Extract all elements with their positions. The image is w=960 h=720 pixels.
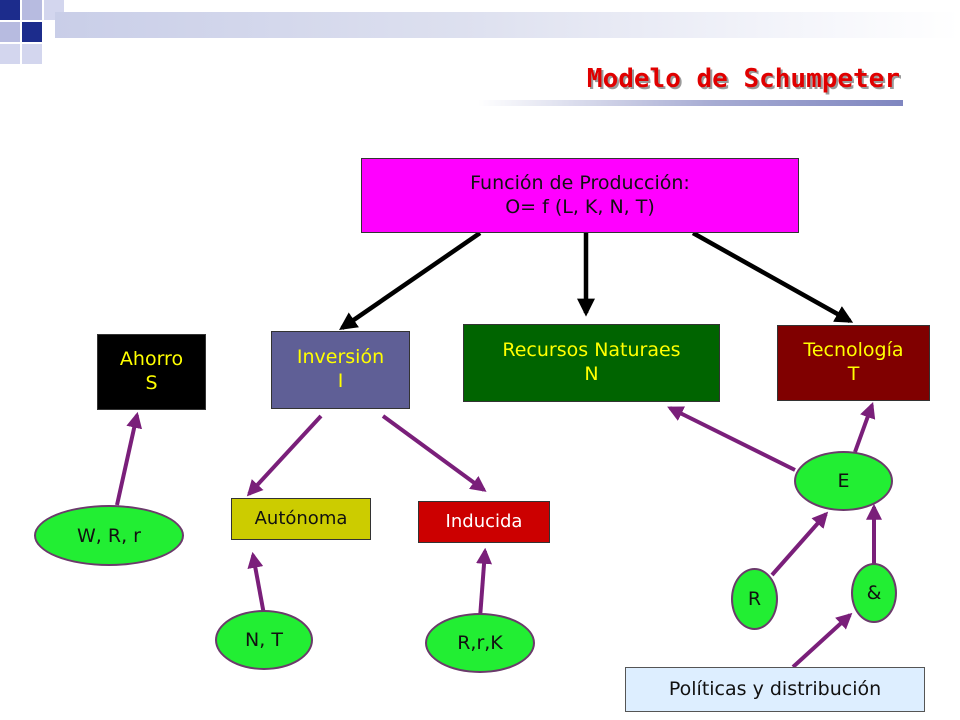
induced-box: Inducida [418, 501, 550, 543]
technology-label: Tecnología [803, 339, 904, 362]
arrow-wrr-to-savings [115, 411, 143, 506]
natural-resources-label: Recursos Naturaes [502, 339, 681, 362]
arrow-nt-to-autonomous [247, 551, 267, 621]
arrow-policies-to-amp [791, 612, 853, 669]
induced-label: Inducida [445, 510, 523, 532]
investment-label: Inversión [296, 346, 385, 369]
amp-label: & [866, 582, 882, 604]
e-label: E [837, 470, 850, 492]
savings-box: Ahorro S [97, 334, 206, 410]
arrow-investment-to-autonomous [246, 414, 323, 497]
savings-symbol: S [145, 372, 158, 394]
nt-ellipse: N, T [215, 610, 313, 670]
arrow-function-to-investment [339, 231, 482, 331]
arrow-function-to-technology [691, 231, 854, 323]
autonomous-box: Autónoma [231, 498, 371, 540]
amp-ellipse: & [851, 563, 897, 623]
corner-square [0, 22, 20, 42]
nt-label: N, T [245, 629, 283, 651]
production-function-box: Función de Producción: O= f (L, K, N, T) [361, 158, 799, 233]
rrk-ellipse: R,r,K [425, 613, 535, 673]
policies-label: Políticas y distribución [668, 677, 882, 700]
arrow-rrk-to-induced [476, 547, 493, 619]
technology-symbol: T [847, 363, 860, 385]
autonomous-label: Autónoma [254, 507, 348, 529]
technology-box: Tecnología T [777, 325, 930, 401]
corner-square [22, 22, 42, 42]
slide-title: Modelo de Schumpeter [586, 64, 900, 94]
corner-square [22, 44, 42, 64]
natural-resources-box: Recursos Naturaes N [463, 324, 720, 402]
arrow-e-to-technology [853, 401, 876, 453]
arrow-investment-to-induced [381, 414, 487, 492]
r-ellipse: R [731, 568, 778, 630]
natural-resources-symbol: N [584, 363, 599, 385]
corner-square [22, 0, 42, 20]
wrr-label: W, R, r [77, 524, 141, 547]
production-function-formula: O= f (L, K, N, T) [505, 195, 655, 218]
r-label: R [747, 588, 762, 610]
header-band [55, 12, 960, 38]
savings-label: Ahorro [119, 348, 184, 371]
production-function-label: Función de Producción: [470, 171, 690, 194]
arrow-e-to-resources [667, 406, 796, 472]
corner-square [0, 44, 20, 64]
title-underline [478, 100, 903, 106]
arrow-r-to-e [770, 511, 829, 577]
corner-square [0, 0, 20, 20]
rrk-label: R,r,K [457, 632, 503, 654]
wrr-ellipse: W, R, r [34, 505, 184, 566]
investment-box: Inversión I [271, 331, 410, 409]
policies-box: Políticas y distribución [625, 667, 925, 712]
e-ellipse: E [794, 451, 893, 511]
investment-symbol: I [337, 370, 344, 392]
